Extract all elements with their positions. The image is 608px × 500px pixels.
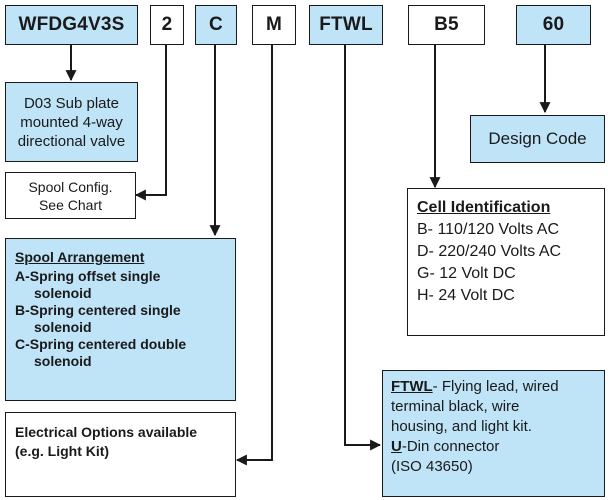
code-electrical-label: M [265,14,283,35]
ftwl-desc-1: - Flying lead, wired [432,378,559,395]
spool-arr-b-line-2: solenoid [34,319,92,335]
code-design: 60 [516,5,591,45]
ftwl-line-1: FTWL- Flying lead, wired [391,377,604,397]
u-key: U [391,438,402,455]
electrical-line-1: Electrical Options available [15,424,198,440]
code-spool-config: 2 [150,5,184,45]
electrical-line-2: (e.g. Light Kit) [15,443,110,459]
subplate-line-2: mounted 4-way [20,113,123,131]
cell-item-h: H- 24 Volt DC [417,287,515,304]
spool-arr-b-line-1: B-Spring centered single [15,302,181,318]
arrow-spool-config [134,45,167,201]
arrow-wiring [344,45,382,451]
spool-arr-a-line-2: solenoid [34,285,92,301]
electrical-options-box: Electrical Options available (e.g. Light… [5,412,236,497]
design-code-box: Design Code [470,115,605,163]
u-line-2: (ISO 43650) [391,458,473,475]
subplate-line-3: directional valve [17,132,126,150]
code-cell-label: B5 [434,14,459,35]
ftwl-key: FTWL [391,378,433,395]
cell-identification-title: Cell Identification [417,199,551,216]
code-spool-arrangement: C [195,5,237,45]
ftwl-line-3: housing, and light kit. [391,418,532,435]
code-spool-config-label: 2 [161,14,173,35]
cell-identification-box: Cell Identification B- 110/120 Volts AC … [407,188,605,336]
spool-arr-c-line-1: C-Spring centered double [15,336,187,352]
code-base-label: WFDG4V3S [18,14,125,35]
spool-arrangement-title: Spool Arrangement [15,249,145,265]
spool-config-box: Spool Config. See Chart [5,172,136,219]
u-line-1: U-Din connector [391,437,604,457]
u-desc-1: -Din connector [401,438,500,455]
subplate-line-1: D03 Sub plate [23,94,120,112]
wiring-options-box: FTWL- Flying lead, wired terminal black,… [382,370,605,497]
ftwl-line-2: terminal black, wire [391,398,520,415]
code-cell: B5 [408,5,485,45]
code-design-label: 60 [542,14,565,35]
arrow-electrical [235,45,273,466]
design-code-label: Design Code [488,129,587,148]
cell-item-g: G- 12 Volt DC [417,265,516,282]
spool-arrangement-box: Spool Arrangement A-Spring offset single… [5,238,236,401]
code-electrical: M [252,5,296,45]
spool-arr-c-line-2: solenoid [34,353,92,369]
code-wiring: FTWL [309,5,383,45]
code-spool-arrangement-label: C [209,14,223,35]
cell-item-d: D- 220/240 Volts AC [417,243,562,260]
spool-config-line-1: Spool Config. [28,178,113,195]
cell-item-b: B- 110/120 Volts AC [417,221,560,238]
spool-config-line-2: See Chart [38,196,103,213]
code-base: WFDG4V3S [5,5,138,45]
code-wiring-label: FTWL [319,14,373,35]
subplate-box: D03 Sub plate mounted 4-way directional … [5,82,138,162]
spool-arr-a-line-1: A-Spring offset single [15,268,161,284]
